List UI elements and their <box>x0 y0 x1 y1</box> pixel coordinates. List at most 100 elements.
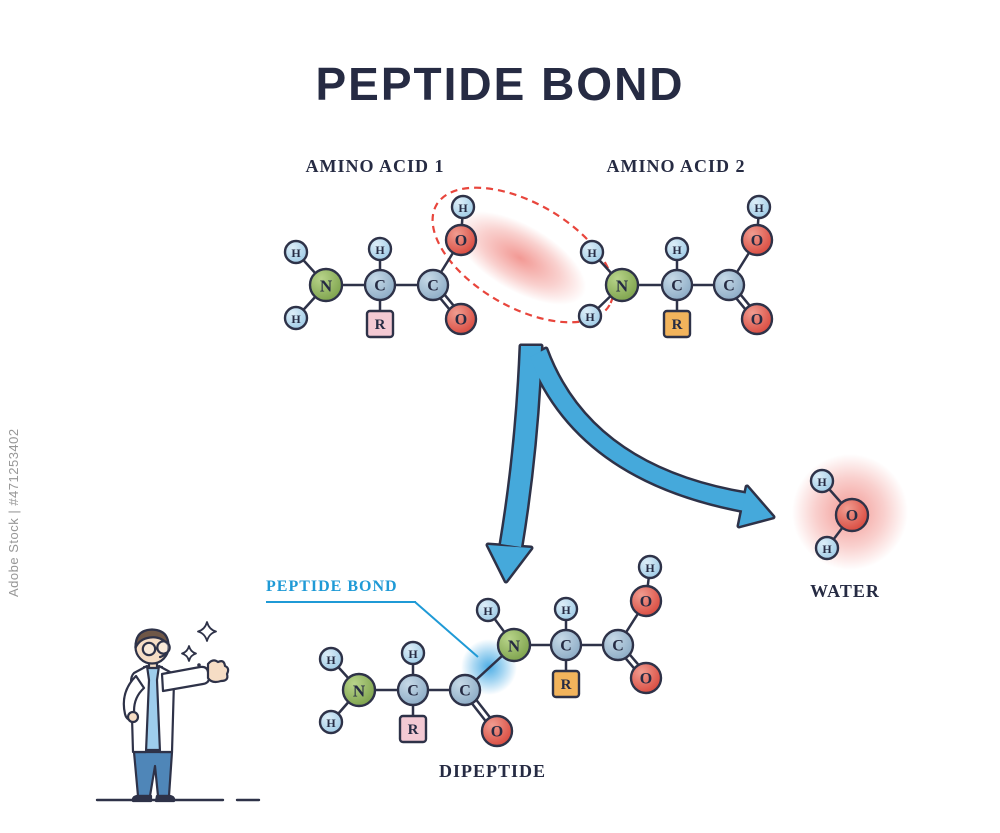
amino-acid-1-label: AMINO ACID 1 <box>305 156 445 176</box>
condensation-glow <box>453 211 587 305</box>
atom-label: H <box>483 604 493 618</box>
atom-H <box>318 646 344 672</box>
atom-O <box>740 223 774 257</box>
atom-label: C <box>723 278 735 295</box>
atom-R <box>365 309 395 339</box>
atom-R <box>398 714 428 744</box>
water-label: WATER <box>810 581 880 601</box>
atom-H <box>814 535 840 561</box>
atom-label: R <box>375 317 386 333</box>
atom-label: H <box>326 716 336 730</box>
atom-N <box>496 627 532 663</box>
atom-H <box>553 596 579 622</box>
peptide-bond-callout-label: PEPTIDE BOND <box>266 578 416 603</box>
atom-H <box>400 640 426 666</box>
atom-label: H <box>587 246 597 260</box>
atom-R <box>662 309 692 339</box>
sparkle-dot-icon <box>197 663 201 667</box>
atom-H <box>664 236 690 262</box>
atom-label: O <box>751 233 763 250</box>
scientist-illustration <box>122 621 230 803</box>
atom-label: H <box>561 603 571 617</box>
atom-H <box>809 468 835 494</box>
atom-label: C <box>459 683 471 700</box>
amino-acid-2-label: AMINO ACID 2 <box>606 156 746 176</box>
atom-H <box>637 554 663 580</box>
atom-R <box>551 669 581 699</box>
atom-label: O <box>751 312 763 329</box>
atom-H <box>579 239 605 265</box>
atom-C <box>601 628 635 662</box>
sparkle-icon <box>197 621 217 642</box>
scientist-smile <box>158 651 168 659</box>
atom-label: C <box>671 278 683 295</box>
molecule-water: H O H <box>809 468 870 561</box>
atom-label: O <box>491 724 503 741</box>
atom-O <box>444 223 478 257</box>
atom-label: H <box>291 246 301 260</box>
dipeptide-label: DIPEPTIDE <box>438 761 546 781</box>
atom-label: H <box>326 653 336 667</box>
sparkle-icon <box>181 645 197 662</box>
atom-O <box>480 714 514 748</box>
atom-label: H <box>754 201 764 215</box>
reaction-arrows <box>485 343 776 584</box>
atom-H <box>475 597 501 623</box>
atom-label: H <box>817 475 827 489</box>
atom-label: O <box>640 594 652 611</box>
atom-H <box>577 303 603 329</box>
atom-label: C <box>612 638 624 655</box>
atom-N <box>308 267 344 303</box>
atom-label: C <box>374 278 386 295</box>
atom-label: R <box>672 317 683 333</box>
atom-label: R <box>408 722 419 738</box>
scientist-hand-left <box>126 710 140 724</box>
atom-label: H <box>375 243 385 257</box>
atom-label: H <box>672 243 682 257</box>
atom-label: O <box>640 671 652 688</box>
atom-label: N <box>320 277 333 296</box>
atom-H <box>283 239 309 265</box>
atom-label: H <box>458 201 468 215</box>
page-title: PEPTIDE BOND <box>315 58 685 110</box>
atom-H <box>318 709 344 735</box>
atom-O <box>834 497 870 533</box>
atom-label: R <box>561 677 572 693</box>
scientist-hand-right <box>206 659 230 684</box>
arrow-to-water <box>527 346 751 514</box>
atom-label: C <box>407 683 419 700</box>
glasses-icon <box>141 641 157 657</box>
atom-C <box>448 673 482 707</box>
atom-O <box>629 584 663 618</box>
atom-label: H <box>585 310 595 324</box>
atom-label: N <box>353 682 366 701</box>
watermark: Adobe Stock | #471253402 <box>6 428 21 597</box>
atom-C <box>549 628 583 662</box>
atom-H <box>367 236 393 262</box>
atom-label: H <box>645 561 655 575</box>
atom-C <box>363 268 397 302</box>
atom-H <box>450 194 476 220</box>
scientist-pants <box>132 750 174 798</box>
atom-label: C <box>427 278 439 295</box>
atom-label: H <box>822 542 832 556</box>
atom-C <box>712 268 746 302</box>
atom-label: N <box>508 637 521 656</box>
atom-label: H <box>291 312 301 326</box>
atom-label: O <box>455 312 467 329</box>
condensation-ellipse <box>431 186 615 324</box>
atom-C <box>396 673 430 707</box>
atom-H <box>283 305 309 331</box>
atom-label: C <box>560 638 572 655</box>
atom-label: O <box>455 233 467 250</box>
atom-label: H <box>408 647 418 661</box>
peptide-bond-callout-line <box>414 601 479 658</box>
atom-O <box>444 302 478 336</box>
atom-label: O <box>846 508 858 525</box>
atom-O <box>740 302 774 336</box>
atom-C <box>416 268 450 302</box>
